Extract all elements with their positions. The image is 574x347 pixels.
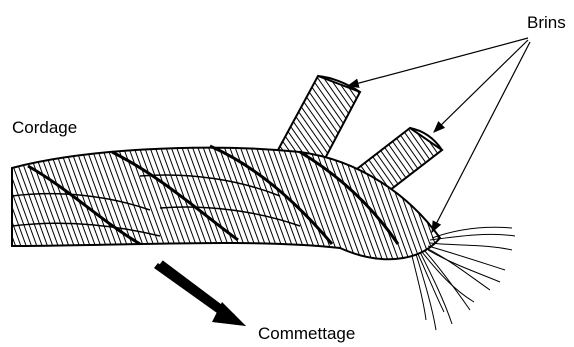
label-rope: Cordage — [12, 118, 77, 138]
label-strands: Brins — [527, 13, 566, 33]
twist-direction-arrow — [154, 263, 246, 326]
label-twist: Commettage — [258, 324, 355, 344]
